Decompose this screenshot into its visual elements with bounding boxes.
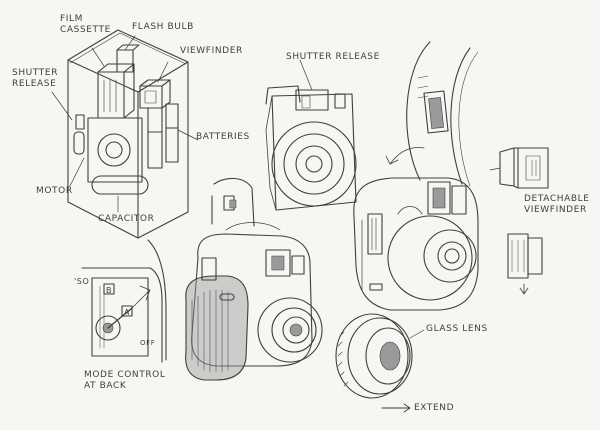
label-flash-bulb: FLASH BULB [132, 22, 194, 32]
dial-mark-off: OFF [140, 339, 156, 347]
label-glass-lens: GLASS LENS [426, 324, 488, 334]
label-extend: EXTEND [414, 403, 455, 413]
detachable-viewfinder-sketch [489, 147, 549, 295]
rear-detail-sketch [211, 177, 255, 227]
side-strip-sketch [406, 41, 479, 187]
label-batteries: BATTERIES [196, 132, 250, 142]
dial-mark-a: A [124, 308, 131, 317]
label-motor: MOTOR [36, 186, 73, 196]
main-camera-sketch [185, 222, 323, 381]
internal-components-sketch [51, 29, 199, 239]
label-shutter-release-top: SHUTTER RELEASE [286, 52, 380, 62]
extend-arrow-icon [381, 403, 411, 413]
label-mode-control: MODE CONTROL AT BACK [84, 370, 166, 391]
mode-control-sketch [81, 239, 167, 363]
label-detachable-viewfinder: DETACHABLE VIEWFINDER [524, 194, 590, 215]
arrow-icon [519, 283, 529, 295]
dial-mark-so: 'So [74, 277, 90, 286]
label-capacitor: CAPACITOR [98, 214, 155, 224]
glass-lens-sketch [335, 313, 425, 413]
label-viewfinder: VIEWFINDER [180, 46, 243, 56]
front-view-sketch [265, 59, 357, 211]
arrow-icon [127, 285, 151, 313]
dial-mark-b: B [106, 286, 113, 295]
three-quarter-view-sketch [353, 147, 479, 311]
label-film-cassette: FILM CASSETTE [60, 14, 111, 35]
label-shutter-release-left: SHUTTER RELEASE [12, 68, 59, 89]
